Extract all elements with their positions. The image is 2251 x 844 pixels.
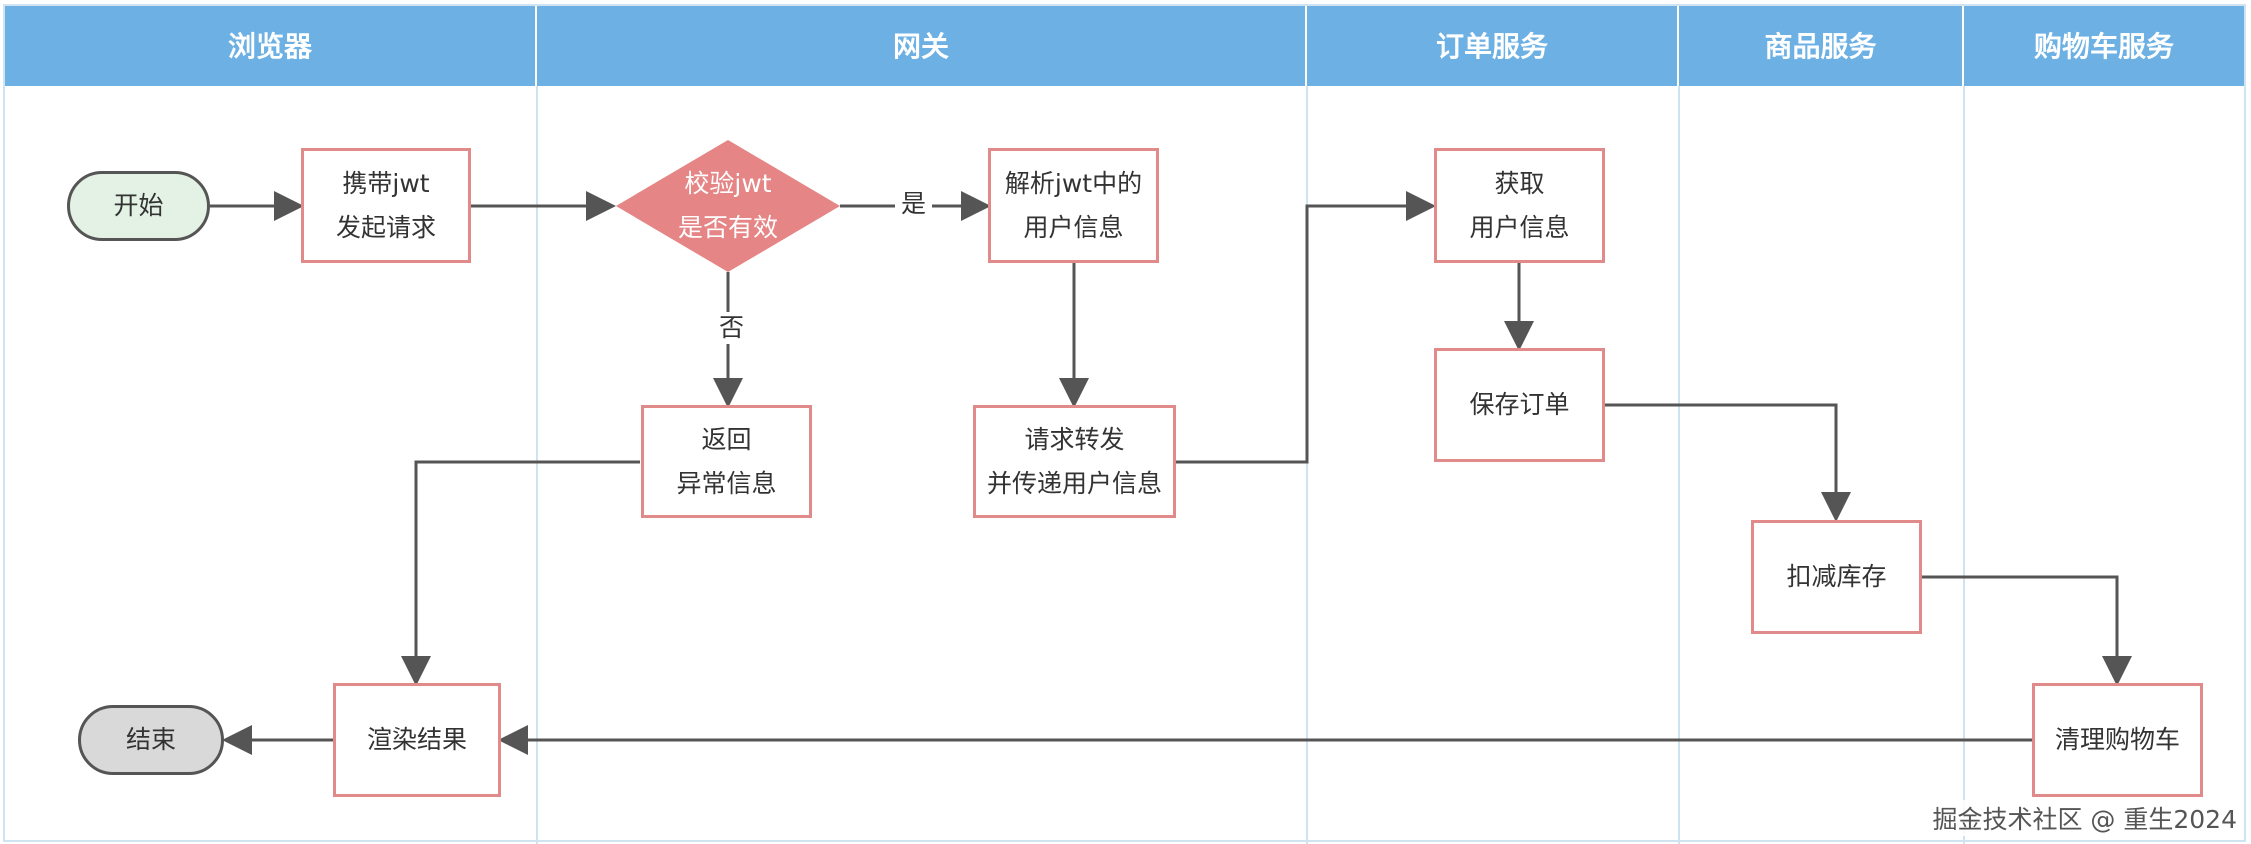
node-label: 用户信息: [1023, 212, 1124, 242]
node-label: 校验jwt: [684, 169, 772, 198]
lane-divider: [1306, 86, 1308, 844]
lane-header-gateway: 网关: [537, 4, 1307, 86]
lane-header-product-service: 商品服务: [1679, 4, 1964, 86]
node-label: 用户信息: [1469, 212, 1570, 242]
end-node: 结束: [78, 705, 224, 775]
lane-divider: [1678, 86, 1680, 844]
node-label: 异常信息: [676, 468, 777, 498]
clear-cart-node: 清理购物车: [2032, 683, 2203, 797]
node-label: 发起请求: [335, 212, 436, 242]
parse-jwt-node: 解析jwt中的用户信息: [988, 148, 1159, 263]
lane-header-order-service: 订单服务: [1307, 4, 1679, 86]
edge-label-yes: 是: [895, 188, 933, 220]
lane-divider: [536, 86, 538, 844]
forward-request-node: 请求转发并传递用户信息: [973, 405, 1176, 518]
edge-save-order-to-deduct: [1605, 403, 1851, 522]
lane-header-browser: 浏览器: [5, 4, 537, 86]
edge-label-no: 否: [713, 312, 751, 344]
node-label: 返回: [701, 424, 752, 454]
edge-error-to-render: [401, 460, 640, 686]
lane-header-cart-service: 购物车服务: [1964, 4, 2244, 86]
get-user-info-node: 获取用户信息: [1434, 148, 1605, 263]
node-label: 保存订单: [1469, 390, 1570, 419]
node-label: 清理购物车: [2054, 725, 2180, 754]
carry-jwt-node: 携带jwt 发起请求: [301, 148, 471, 263]
render-result-node: 渲染结果: [333, 683, 501, 797]
edge-forward-to-get-user: [1176, 191, 1436, 464]
node-label: 是否有效: [677, 213, 778, 242]
node-label: 解析jwt中的: [1004, 168, 1143, 198]
node-label: 渲染结果: [366, 725, 467, 754]
node-label: 并传递用户信息: [986, 468, 1162, 498]
verify-jwt-decision: 校验jwt 是否有效: [616, 140, 840, 272]
end-label: 结束: [125, 725, 176, 754]
node-label: 携带jwt: [342, 168, 430, 198]
watermark: 掘金技术社区 @ 重生2024: [1928, 800, 2241, 836]
node-label: 请求转发: [1024, 424, 1125, 454]
return-error-node: 返回异常信息: [641, 405, 812, 518]
start-node: 开始: [67, 171, 210, 241]
decision-diamond-shape: [616, 140, 840, 272]
deduct-stock-node: 扣减库存: [1751, 520, 1922, 634]
save-order-node: 保存订单: [1434, 348, 1605, 462]
edge-deduct-to-clear-cart: [1922, 575, 2132, 686]
start-label: 开始: [113, 191, 164, 220]
node-label: 获取: [1494, 168, 1545, 198]
node-label: 扣减库存: [1786, 562, 1887, 591]
lane-divider: [1963, 86, 1965, 844]
